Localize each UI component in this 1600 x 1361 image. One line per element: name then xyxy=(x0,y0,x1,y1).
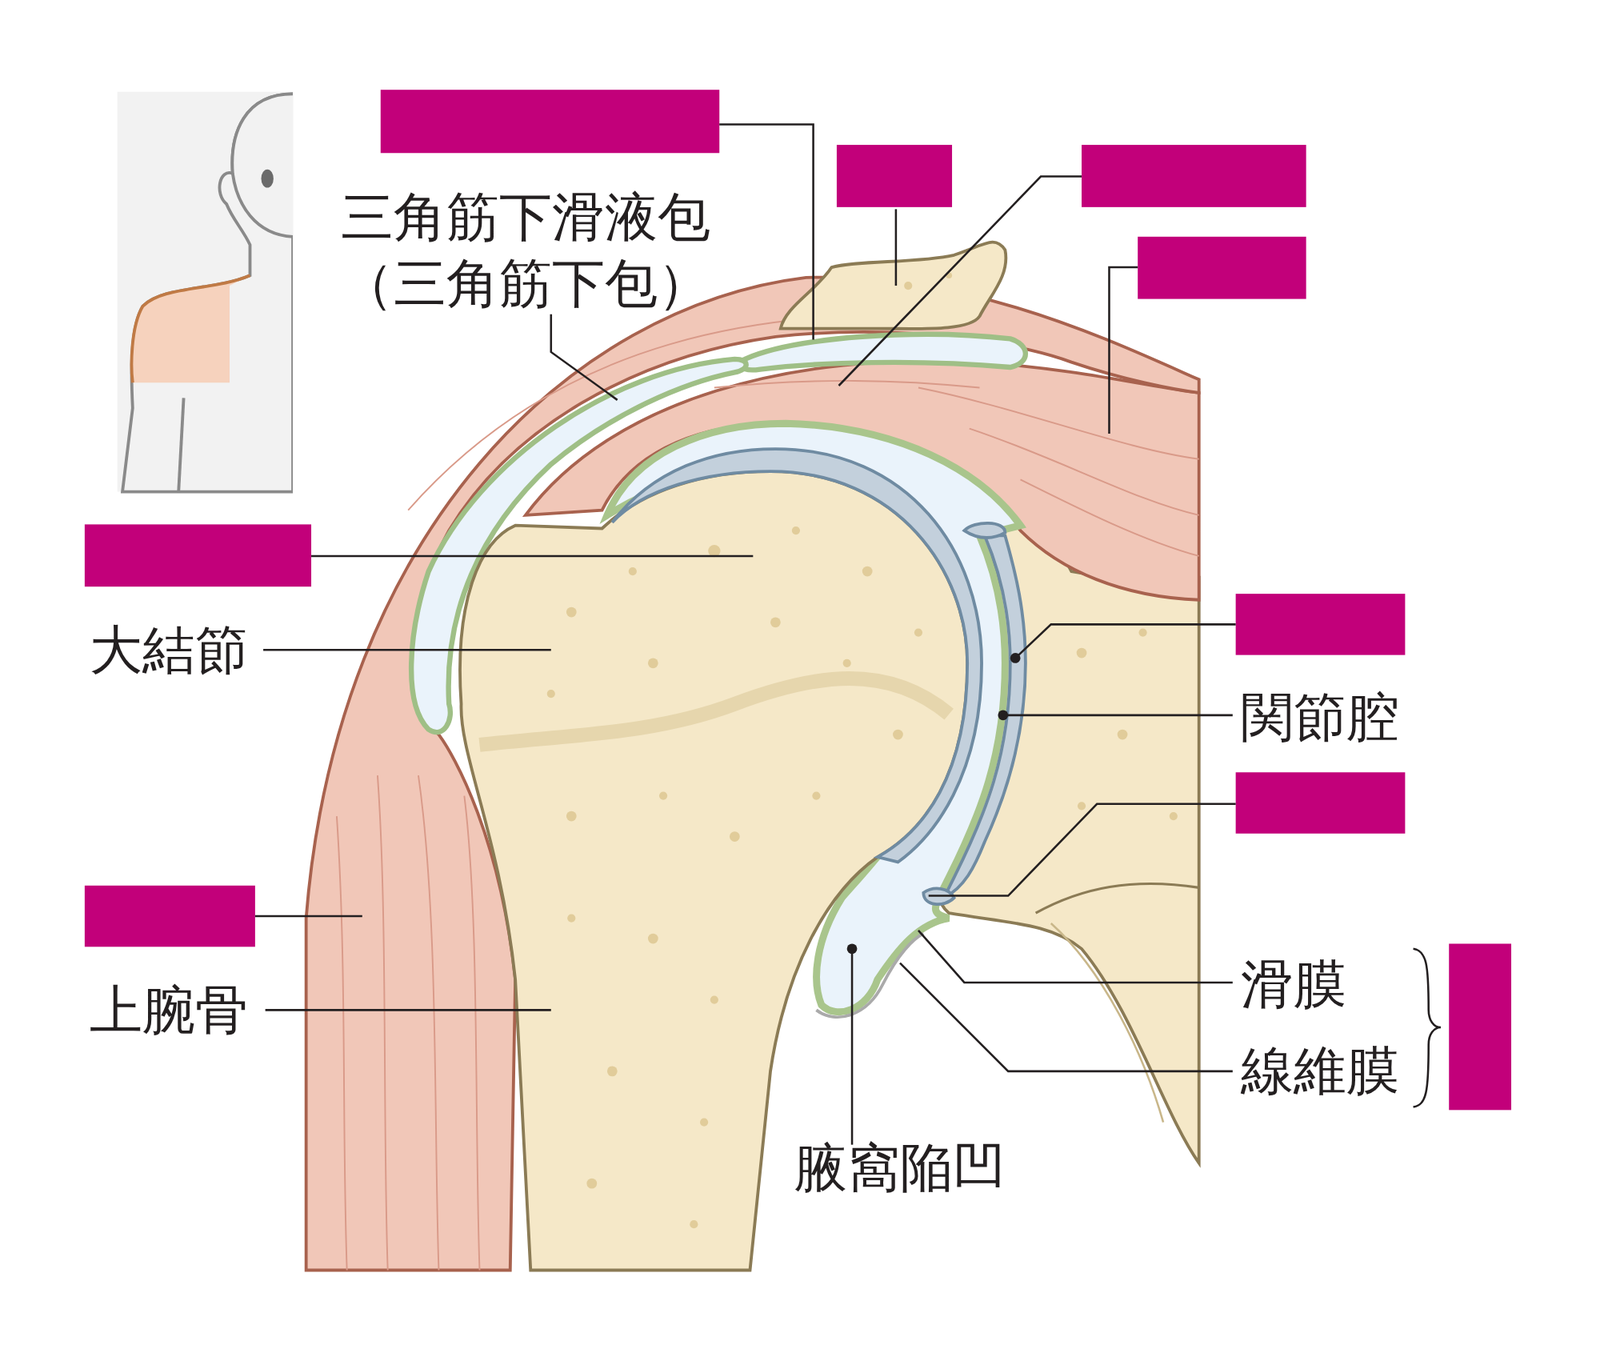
part-label: 線維膜 xyxy=(1240,1039,1400,1104)
masked-label-boxes xyxy=(84,89,1512,1110)
part-label: 腋窩陥凹 xyxy=(794,1136,1006,1200)
part-label: 上腕骨 xyxy=(89,978,248,1043)
glenoid-cartilage xyxy=(944,535,1026,898)
leader-lines xyxy=(255,124,1441,1145)
part-label: 関節腔 xyxy=(1240,685,1400,750)
thumbnail-figure xyxy=(117,89,314,498)
deltoid xyxy=(306,277,1200,1271)
bursa-label: 三角筋下滑液包 （三角筋下包） xyxy=(329,184,722,317)
acromion xyxy=(780,242,1007,329)
part-label: 滑膜 xyxy=(1240,952,1347,1017)
part-label: 大結節 xyxy=(89,618,248,683)
humeral-cartilage xyxy=(612,448,982,862)
labrum xyxy=(923,523,1005,904)
